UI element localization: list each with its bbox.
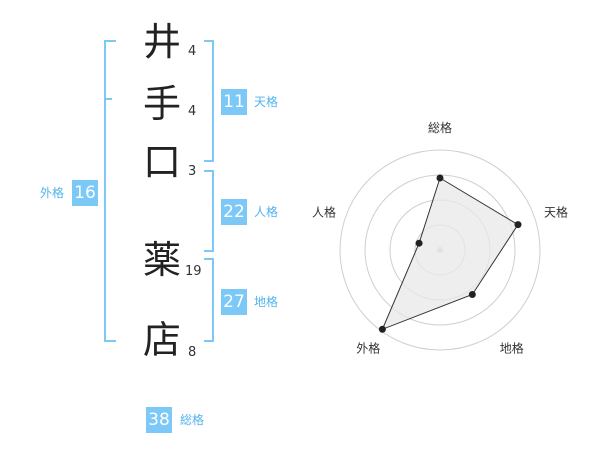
tenkaku-score-badge: 11	[221, 89, 247, 115]
stroke-count-2: 4	[188, 104, 197, 119]
tenkaku-label: 天格	[254, 95, 279, 109]
radar-axis-label-3: 地格	[500, 341, 524, 356]
chikaku-label: 地格	[254, 295, 279, 309]
radar-point-4	[378, 325, 386, 333]
radar-axis-label-1: 総格	[428, 120, 452, 135]
jinkaku-bracket	[204, 170, 214, 252]
gaikaku-label: 外格	[40, 186, 65, 200]
radar-point-3	[468, 290, 476, 298]
radar-point-2	[514, 221, 522, 229]
stroke-count-1: 4	[188, 44, 197, 59]
jinkaku-label: 人格	[254, 205, 279, 219]
radar-point-5	[415, 239, 423, 247]
radar-axis-label-4: 外格	[356, 341, 380, 356]
gaikaku-bracket	[104, 40, 116, 342]
tenkaku-bracket	[204, 40, 214, 162]
radar-axis-label-5: 人格	[312, 204, 336, 219]
name-char-4: 薬	[142, 238, 181, 282]
jinkaku-score-badge: 22	[221, 199, 247, 225]
name-char-2: 手	[142, 82, 181, 126]
radar-area	[381, 177, 519, 331]
soukaku-score-badge: 38	[146, 407, 172, 433]
stroke-count-4: 19	[185, 264, 202, 279]
radar-axis-label-2: 天格	[544, 204, 568, 219]
radar-points	[378, 174, 522, 333]
name-char-1: 井	[142, 20, 181, 64]
stroke-count-3: 3	[188, 164, 197, 179]
name-char-5: 店	[142, 318, 181, 362]
name-char-3: 口	[142, 140, 181, 184]
gaikaku-bracket-mid	[104, 98, 112, 100]
soukaku-label: 総格	[180, 413, 205, 427]
radar-point-1	[436, 174, 444, 182]
gaikaku-score-badge: 16	[72, 180, 98, 206]
chikaku-score-badge: 27	[221, 289, 247, 315]
chikaku-bracket	[204, 258, 214, 342]
stroke-count-5: 8	[188, 345, 197, 360]
radar-ring	[339, 149, 541, 351]
